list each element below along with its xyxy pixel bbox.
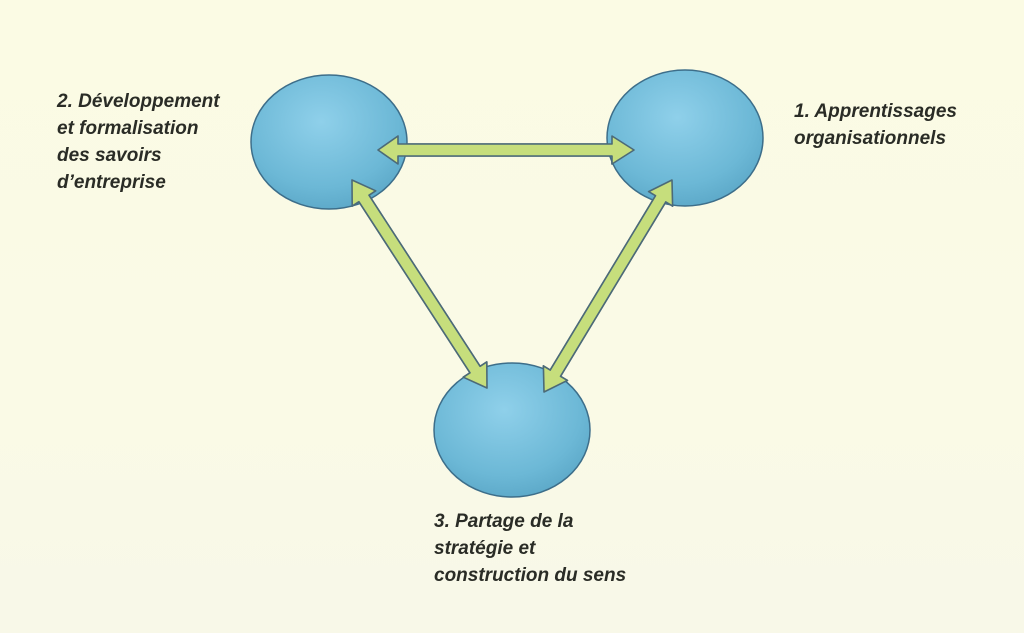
node-2-label: 2. Développement et formalisation des sa… <box>57 88 220 196</box>
node-3-label-line: construction du sens <box>434 565 627 586</box>
node-1-label-line: organisationnels <box>794 128 947 149</box>
node-3-ellipse <box>433 362 591 498</box>
node-3-label: 3. Partage de la stratégie et constructi… <box>434 508 626 589</box>
node-1-label: 1. Apprentissages organisationnels <box>794 98 957 152</box>
node-2-label-line: d’entreprise <box>57 172 166 193</box>
node-1-label-line: 1. Apprentissages <box>794 101 957 122</box>
node-2-label-line: des savoirs <box>57 145 162 166</box>
node-2-label-line: 2. Développement <box>57 91 220 112</box>
node-2-ellipse <box>250 74 408 210</box>
node-3-label-line: 3. Partage de la <box>434 511 574 532</box>
arrow-2-3-overlay <box>351 179 488 389</box>
arrow-1-3-overlay <box>542 179 674 393</box>
node-2-label-line: et formalisation <box>57 118 199 139</box>
node-3-label-line: stratégie et <box>434 538 536 559</box>
arrow-2-1-overlay <box>377 135 635 165</box>
node-1-ellipse <box>606 69 764 207</box>
